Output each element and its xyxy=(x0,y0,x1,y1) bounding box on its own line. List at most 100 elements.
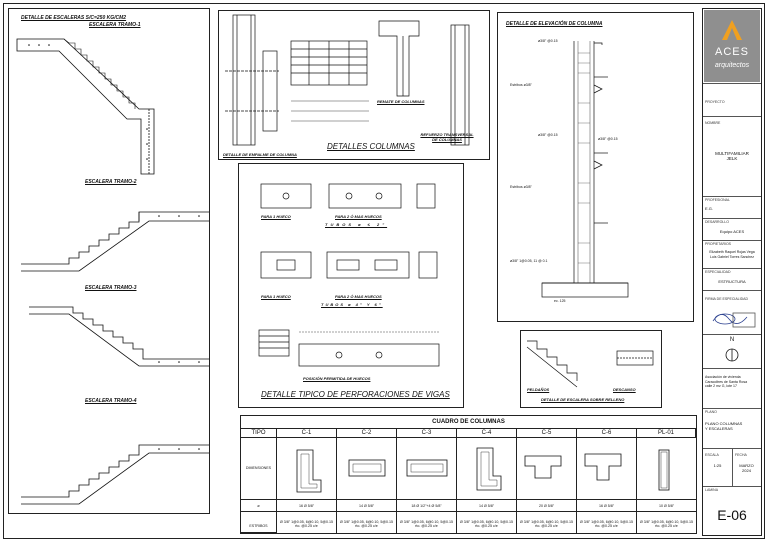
bars-c5: 20 Ø 5/8" xyxy=(538,504,555,508)
stirrup-cell-c2: Ø 3/8" 1@0.05, 6@0.10, 5@0.15 rto. @0.25… xyxy=(337,512,397,533)
elevation-note-6: Estribos ø3/8" xyxy=(510,185,532,189)
especialidad-value: ESTRUCTURA xyxy=(718,279,746,284)
stirrup-c6: Ø 3/8" 1@0.05, 6@0.10, 5@0.15 rto. @0.25… xyxy=(580,520,633,528)
row-label-bars: ø xyxy=(257,504,260,508)
column-header-pl01: PL-01 xyxy=(637,428,696,438)
proyecto-label: PROYECTO xyxy=(705,100,725,104)
columns-detail-title: DETALLES COLUMNAS xyxy=(327,142,415,151)
columns-detail-drawing xyxy=(225,14,470,146)
columns-table-title: CUADRO DE COLUMNAS xyxy=(241,416,696,429)
refuerzo-caption: REFUERZO TRANSVERSAL DE COLUMNAS xyxy=(420,132,474,142)
dim-cell-c4 xyxy=(457,438,517,500)
relleno-title: DETALLE DE ESCALERA SOBRE RELLENO xyxy=(541,397,625,402)
elevation-drawing xyxy=(541,41,629,298)
bars-cell-c5: 20 Ø 5/8" xyxy=(517,500,577,512)
column-header-c3: C-3 xyxy=(397,428,457,438)
columns-table: CUADRO DE COLUMNAS TIPO C-1 C-2 C-3 C-4 … xyxy=(240,415,697,534)
row-label-estribos: ESTRIBOS xyxy=(249,524,268,528)
propietarios-value: Elizabeth Raquel Rojas Vega Luis Gabriel… xyxy=(709,250,755,259)
row-label-estribos-cell: ESTRIBOS xyxy=(241,512,277,533)
bars-c3: 18 Ø 1/2"+4 Ø 5/8" xyxy=(411,504,442,508)
columns-detail-panel: DETALLES COLUMNAS DETALLE DE EMPALME DE … xyxy=(218,10,490,160)
row-label-bars-cell: ø xyxy=(241,500,277,512)
signature-stamp-icon xyxy=(712,312,756,328)
desarrollo-label: DESARROLLO xyxy=(705,220,729,224)
bars-pl01: 10 Ø 5/8" xyxy=(658,504,675,508)
beam-caption-6: TUBOS ø 4" Y 6" xyxy=(321,302,383,307)
profesional-cell: PROFESIONAL E.G. xyxy=(703,197,761,219)
row-label-dimensiones-cell: DIMENSIONES xyxy=(241,438,277,500)
stairs-panel: DETALLE DE ESCALERAS S/C=250 KG/CM2 ESCA… xyxy=(8,8,210,514)
elevation-note-2: ø3/8" @0.15 xyxy=(538,133,558,137)
north-arrow-icon xyxy=(725,348,739,362)
fecha-label: FECHA xyxy=(735,453,747,457)
elevation-title: DETALLE DE ELEVACIÓN DE COLUMNA xyxy=(506,21,603,27)
logo-sub: arquitectos xyxy=(714,62,750,69)
stirrup-cell-c4: Ø 3/8" 1@0.05, 6@0.10, 5@0.15 rto. @0.25… xyxy=(457,512,517,533)
firma-cell: FIRMA DE ESPECIALIDAD xyxy=(703,291,761,335)
bars-cell-c2: 14 Ø 5/8" xyxy=(337,500,397,512)
profesional-label: PROFESIONAL xyxy=(705,198,730,202)
escala-label: ESCALA xyxy=(705,453,719,457)
columns-table-tipo-header: TIPO xyxy=(241,428,277,438)
plano-label: PLANO xyxy=(705,410,717,414)
stirrup-c4: Ø 3/8" 1@0.05, 6@0.10, 5@0.15 rto. @0.25… xyxy=(460,520,513,528)
stirrup-c3: Ø 3/8" 1@0.05, 6@0.10, 5@0.15 rto. @0.25… xyxy=(400,520,453,528)
stair-section-4-title: ESCALERA TRAMO-4 xyxy=(85,398,137,404)
firma-label: FIRMA DE ESPECIALIDAD xyxy=(705,297,748,301)
column-header-c5: C-5 xyxy=(517,428,577,438)
elevation-panel: DETALLE DE ELEVACIÓN DE COLUMNA ø3/8" @0… xyxy=(497,12,694,322)
propietarios-label: PROPIETARIOS xyxy=(705,242,731,246)
dim-cell-c3 xyxy=(397,438,457,500)
dim-cell-c6 xyxy=(577,438,637,500)
logo-mark-icon xyxy=(722,20,742,40)
beam-caption-3: TUBOS ø ≤ 2" xyxy=(325,222,388,227)
desarrollo-value: Equipo ACES xyxy=(719,229,745,234)
beams-detail-panel: PARA 1 HUECO PARA 2 Ó MAS HUECOS TUBOS ø… xyxy=(238,163,464,408)
bars-cell-pl01: 10 Ø 5/8" xyxy=(637,500,696,512)
escala-divider xyxy=(732,449,733,487)
profesional-value: E.G. xyxy=(705,206,714,211)
beam-caption-1: PARA 1 HUECO xyxy=(261,214,291,219)
sheet-frame xyxy=(3,3,765,539)
fecha-value: MARZO 2024 xyxy=(739,463,754,473)
lamina-value: E-06 xyxy=(717,507,747,523)
lamina-label: LAMINA xyxy=(705,488,719,492)
beam-caption-4: PARA 1 HUECO xyxy=(261,294,291,299)
nombre-label: NOMBRE xyxy=(705,121,721,125)
elevation-note-7: ec. 125 xyxy=(554,299,566,303)
bars-c6: 16 Ø 5/8" xyxy=(598,504,615,508)
stairs-main-title: DETALLE DE ESCALERAS S/C=250 KG/CM2 xyxy=(21,15,127,21)
dim-cell-pl01 xyxy=(637,438,696,500)
proyecto-cell: PROYECTO xyxy=(703,83,761,117)
ubicacion-value: Asociación de vivienda Caracoltres de Sa… xyxy=(705,375,748,388)
stair-section-1-title: ESCALERA TRAMO-1 xyxy=(89,22,141,28)
stirrup-pl01: Ø 3/8" 1@0.05, 6@0.10, 5@0.15 rto. @0.25… xyxy=(640,520,693,528)
stirrup-c2: Ø 3/8" 1@0.05, 6@0.10, 5@0.15 rto. @0.25… xyxy=(340,520,393,528)
lamina-cell: LAMINA E-06 xyxy=(703,487,761,535)
stirrup-cell-c5: Ø 3/8" 1@0.05, 6@0.10, 5@0.15 rto. @0.25… xyxy=(517,512,577,533)
propietarios-cell: PROPIETARIOS Elizabeth Raquel Rojas Vega … xyxy=(703,241,761,269)
stairs-drawing xyxy=(16,38,209,505)
stair-section-2-title: ESCALERA TRAMO-2 xyxy=(85,179,137,185)
splice-caption: DETALLE DE EMPALME DE COLUMNA xyxy=(223,152,297,157)
company-logo: ACES arquitectos xyxy=(704,10,760,82)
stirrup-cell-c1: Ø 3/8" 1@0.05, 6@0.10, 5@0.15 rto. @0.25… xyxy=(277,512,337,533)
relleno-label-descanso: DESCANSO xyxy=(613,387,636,392)
column-header-c2: C-2 xyxy=(337,428,397,438)
columns-sections-drawing xyxy=(296,447,670,493)
relleno-drawing xyxy=(526,340,654,388)
elevation-note-5: Estribos ø3/8" xyxy=(510,83,532,87)
plano-value: PLANO COLUMNAS Y ESCALERAS xyxy=(705,421,743,431)
stirrup-cell-pl01: Ø 3/8" 1@0.05, 6@0.10, 5@0.15 rto. @0.25… xyxy=(637,512,696,533)
column-header-c1: C-1 xyxy=(277,428,337,438)
elevation-note-1: ø3/8" @0.15 xyxy=(538,39,558,43)
desarrollo-cell: DESARROLLO Equipo ACES xyxy=(703,219,761,241)
bars-c1: 16 Ø 5/8" xyxy=(298,504,315,508)
dim-cell-c1 xyxy=(277,438,337,500)
row-label-dimensiones: DIMENSIONES xyxy=(245,466,272,470)
ubicacion-cell: Asociación de vivienda Caracoltres de Sa… xyxy=(703,369,761,409)
north-cell: N xyxy=(703,335,761,369)
